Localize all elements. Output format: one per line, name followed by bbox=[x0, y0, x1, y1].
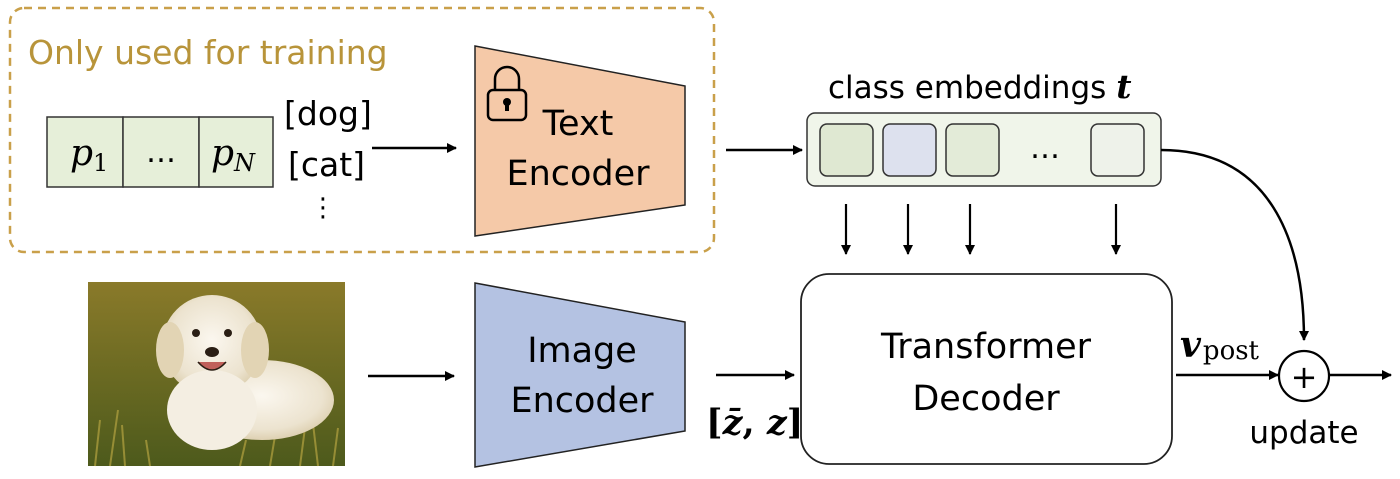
input-image bbox=[88, 282, 345, 467]
embedding-ellipsis: … bbox=[1030, 131, 1060, 166]
prompt-token-first: p1 bbox=[70, 133, 108, 177]
sum-circle bbox=[1277, 349, 1331, 403]
image-encoder-label-line2: Encoder bbox=[510, 381, 654, 421]
dog-head bbox=[162, 295, 262, 395]
training-group: Only used for training bbox=[8, 6, 716, 254]
class-name-continuation: ⋮ bbox=[310, 193, 336, 223]
embedding-token bbox=[819, 123, 874, 177]
prompt-cell bbox=[198, 116, 274, 188]
text-encoder-shape bbox=[474, 45, 686, 237]
sum-symbol: + bbox=[1291, 358, 1318, 396]
embedding-token bbox=[882, 123, 937, 177]
dog-chest bbox=[167, 370, 257, 450]
arrow-embeddings-to-sum bbox=[1160, 148, 1309, 341]
dog-ear bbox=[156, 322, 184, 378]
prompt-token-last: pN bbox=[211, 133, 256, 177]
embedding-token bbox=[945, 123, 1000, 177]
class-names-list: [dog] [cat] ⋮ bbox=[284, 94, 372, 223]
transformer-decoder: Transformer Decoder bbox=[800, 273, 1173, 465]
class-name: [cat] bbox=[288, 145, 365, 184]
text-encoder: Text Encoder bbox=[474, 45, 686, 237]
prompt-cell bbox=[46, 116, 124, 188]
prompt-vector: p1 … pN bbox=[46, 116, 274, 188]
dog-mouth bbox=[197, 361, 227, 371]
dog-eye bbox=[192, 329, 200, 337]
dog-ear bbox=[241, 322, 269, 378]
training-group-label: Only used for training bbox=[28, 33, 388, 72]
class-name: [dog] bbox=[284, 94, 372, 133]
text-encoder-label-line2: Encoder bbox=[506, 154, 650, 194]
dog-eye bbox=[224, 329, 232, 337]
sum-node-label: update bbox=[1249, 415, 1358, 451]
embedding-token bbox=[1090, 123, 1145, 177]
dog-nose bbox=[205, 347, 219, 357]
text-encoder-label-line1: Text bbox=[542, 104, 614, 144]
image-features-label: [z̄, z] bbox=[706, 402, 803, 443]
sum-node: + update bbox=[1249, 349, 1359, 451]
v-post-label: vpost bbox=[1180, 324, 1260, 366]
transformer-decoder-label-line1: Transformer bbox=[880, 327, 1092, 367]
image-encoder-label-line1: Image bbox=[527, 331, 637, 371]
lock-icon bbox=[486, 65, 528, 122]
image-encoder: Image Encoder bbox=[474, 282, 686, 468]
image-encoder-shape bbox=[474, 282, 686, 468]
prompt-cell bbox=[122, 116, 200, 188]
transformer-decoder-box bbox=[800, 273, 1173, 465]
training-group-border bbox=[8, 6, 716, 254]
prompt-token-ellipsis: … bbox=[146, 135, 176, 170]
transformer-decoder-label-line2: Decoder bbox=[912, 379, 1060, 419]
